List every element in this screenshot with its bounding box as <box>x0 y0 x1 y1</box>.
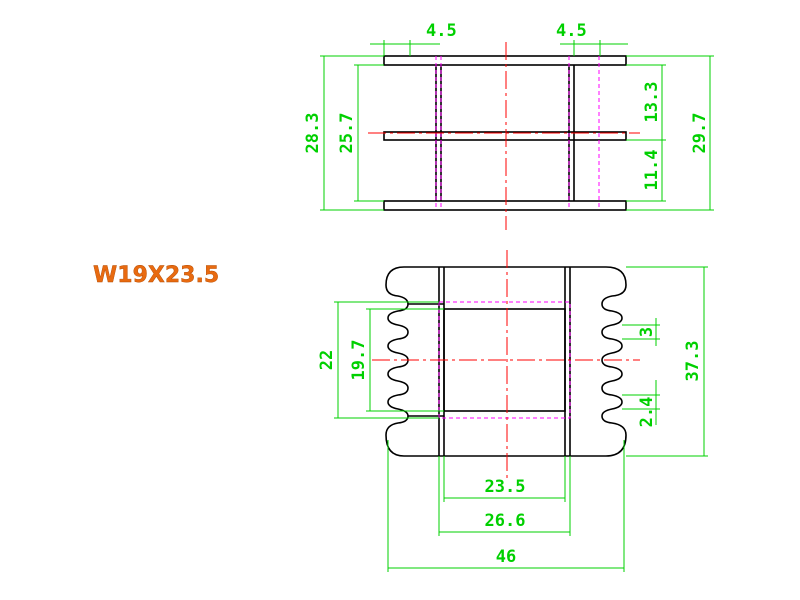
front-view-dimension-lines <box>334 266 708 572</box>
drawing-title: W19X23.5 <box>93 263 219 288</box>
dim-inner-width: 23.5 <box>485 477 526 497</box>
top-view-dimension-lines <box>320 40 714 211</box>
top-view-center-lines <box>368 42 640 230</box>
dim-right-tab: 4.5 <box>556 21 587 41</box>
dim-overall-height: 37.3 <box>683 341 703 382</box>
top-view: 4.5 4.5 28.3 25.7 13.3 11.4 29.7 <box>303 21 714 230</box>
front-view-inner-lines <box>408 267 571 456</box>
dim-inner-left: 25.7 <box>337 113 357 154</box>
dim-upper-right: 13.3 <box>642 82 662 123</box>
dim-outer-left: 28.3 <box>303 113 323 154</box>
front-view-outline <box>385 266 627 457</box>
dim-lower-right: 11.4 <box>642 150 662 191</box>
dim-slot-width: 3 <box>637 327 657 337</box>
front-view: 22 19.7 3 2.4 37.3 23.5 26.6 46 <box>317 250 708 572</box>
dim-height-left-inner: 19.7 <box>349 340 369 381</box>
front-view-center-lines <box>372 250 640 478</box>
dim-height-left-outer: 22 <box>317 350 337 370</box>
dim-mid-width: 26.6 <box>485 511 526 531</box>
dim-overall-width: 46 <box>496 547 516 567</box>
dim-overall-right: 29.7 <box>690 113 710 154</box>
dim-pitch: 2.4 <box>637 397 657 428</box>
dim-left-tab: 4.5 <box>426 21 457 41</box>
